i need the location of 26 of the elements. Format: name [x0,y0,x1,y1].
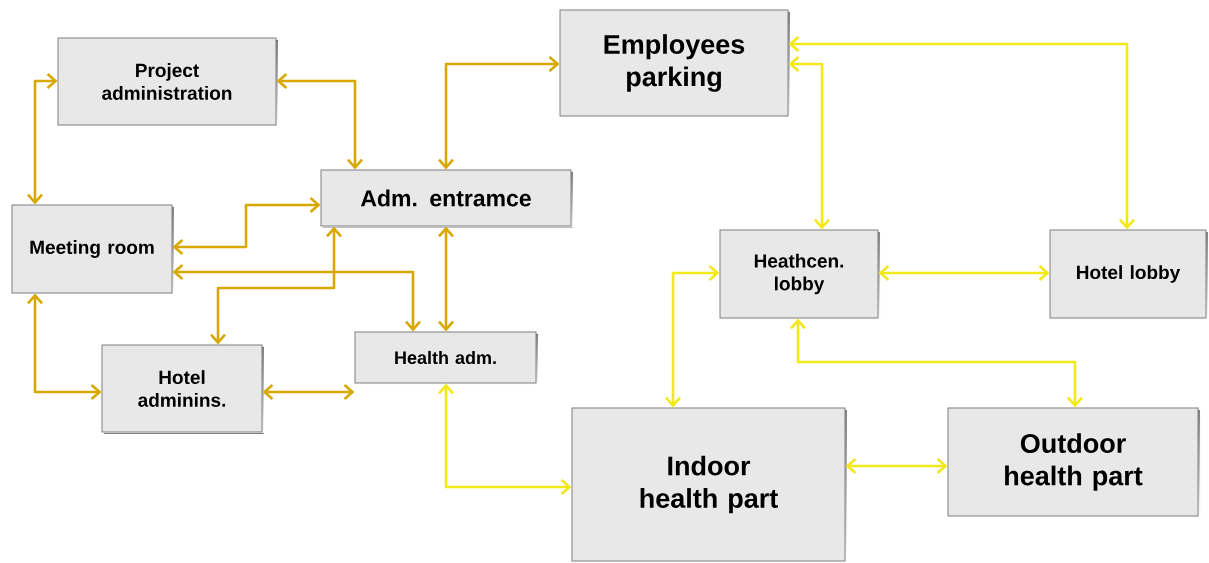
process-box: Heathcen. lobby [719,229,880,320]
process-box: Health adm. [354,331,538,385]
arrow [438,56,560,170]
arrow [878,265,1050,281]
arrow [790,318,1083,408]
process-box: Project administration [57,37,278,127]
arrow [665,265,720,408]
process-box: Adm. entramce [320,169,573,228]
arrow [27,73,58,205]
arrow [438,226,454,332]
arrow [172,197,321,255]
arrow [172,264,421,332]
arrow [276,73,363,170]
arrow [438,383,572,495]
process-box: Hotel adminins. [101,344,264,434]
process-box: Meeting room [11,204,174,295]
process-box: Employees parking [559,9,790,118]
arrow [262,384,355,400]
arrow [210,226,342,345]
arrow [788,36,1135,230]
process-box: Outdoor health part [947,407,1200,518]
process-box: Indoor health part [571,407,847,563]
process-box: Hotel lobby [1049,229,1208,320]
arrow [845,458,948,474]
arrow [27,293,102,400]
arrow [788,56,830,230]
